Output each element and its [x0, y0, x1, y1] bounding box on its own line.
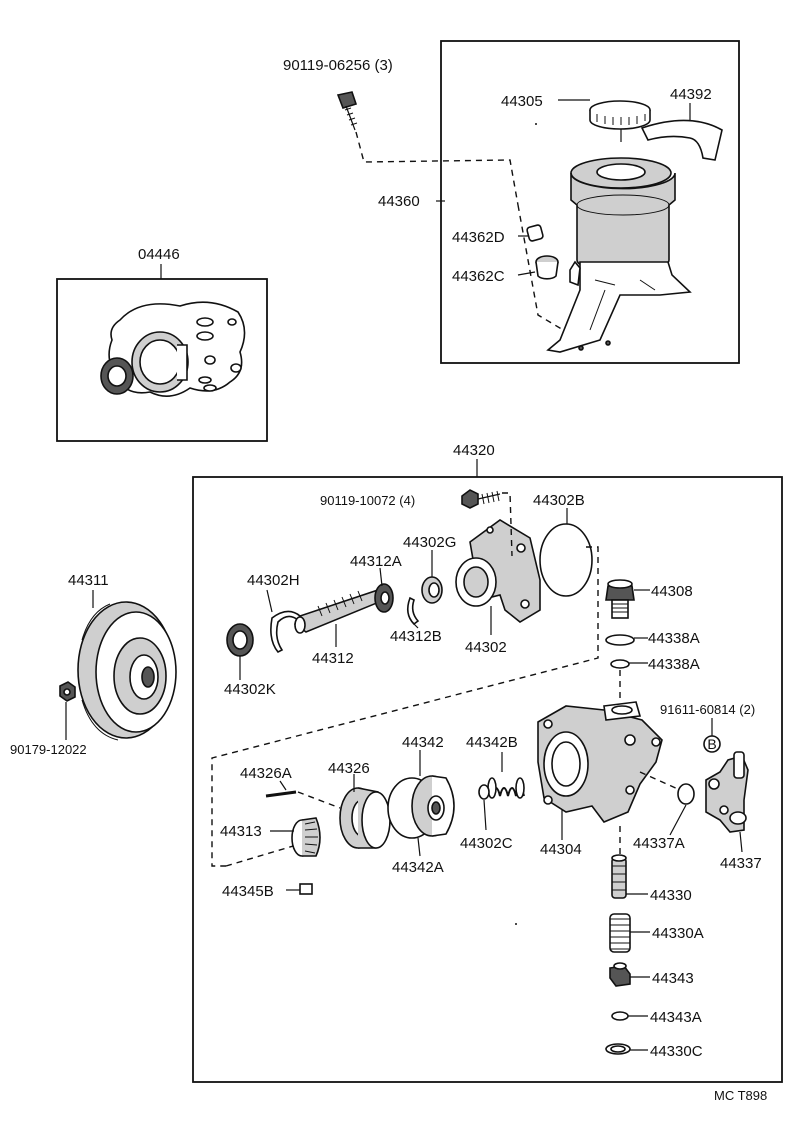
label-44330A: 44330A [652, 925, 704, 942]
label-44343A: 44343A [650, 1009, 702, 1026]
label-44312: 44312 [312, 650, 354, 667]
label-44326: 44326 [328, 760, 370, 777]
label-90119-06256: 90119-06256 (3) [283, 57, 393, 74]
label-44304: 44304 [540, 841, 582, 858]
housing-bolt-icon [461, 489, 501, 509]
label-44302: 44302 [465, 639, 507, 656]
pump-assembly-box [192, 476, 783, 1083]
rear-plate-icon [411, 775, 455, 837]
marker-b-letter: B [707, 736, 716, 752]
reservoir-tank-icon [546, 157, 692, 353]
reservoir-cap-icon [589, 100, 651, 142]
label-44362C: 44362C [452, 268, 505, 285]
front-housing-icon [455, 519, 541, 623]
bearing-icon [421, 576, 443, 604]
bolt-dashed-guide [355, 131, 519, 206]
reservoir-grommet-d-icon [526, 224, 544, 242]
label-44302B: 44302B [533, 492, 585, 509]
flow-control-valve-icon [611, 854, 627, 899]
gasket-kit-box [56, 278, 268, 442]
label-91611-60814: 91611-60814 (2) [660, 702, 755, 717]
spring-icon [487, 777, 525, 799]
strainer-icon [640, 119, 723, 161]
label-44338A-upper: 44338A [648, 630, 700, 647]
o-ring-44343A-icon [611, 1011, 629, 1021]
reservoir-grommet-c-icon [535, 255, 559, 280]
pulley-icon [77, 601, 177, 741]
shaft-icon [293, 583, 394, 634]
snap-ring-b-icon [406, 596, 420, 626]
reservoir-group-box [440, 40, 740, 364]
pulley-nut-icon [59, 681, 76, 702]
vane-plate-icon [299, 883, 313, 895]
label-44360: 44360 [378, 193, 420, 210]
label-44313: 44313 [220, 823, 262, 840]
union-fitting-icon [605, 579, 635, 619]
cam-ring-icon [339, 787, 391, 849]
o-ring-a2-icon [610, 659, 630, 669]
label-44302C: 44302C [460, 835, 513, 852]
oil-seal-icon [226, 623, 254, 657]
label-90119-10072: 90119-10072 (4) [320, 493, 415, 508]
o-ring-large-icon [539, 523, 593, 597]
label-44330C: 44330C [650, 1043, 703, 1060]
label-44308: 44308 [651, 583, 693, 600]
o-ring-44302C-icon [478, 784, 490, 800]
label-90179-12022: 90179-12022 [10, 742, 87, 757]
label-44343: 44343 [652, 970, 694, 987]
pump-body-icon [537, 701, 663, 823]
label-44311: 44311 [68, 572, 109, 589]
label-44326A: 44326A [240, 765, 292, 782]
label-44330: 44330 [650, 887, 692, 904]
label-44337A: 44337A [633, 835, 685, 852]
pin-icon [265, 790, 297, 798]
label-44302G: 44302G [403, 534, 456, 551]
label-44302H: 44302H [247, 572, 300, 589]
rotor-icon [291, 817, 321, 857]
o-ring-44337A-icon [677, 783, 695, 805]
label-44345B: 44345B [222, 883, 274, 900]
label-44312A: 44312A [350, 553, 402, 570]
plug-icon [609, 962, 631, 987]
label-44342: 44342 [402, 734, 444, 751]
reservoir-bolt-icon [336, 91, 358, 131]
snap-ring-44330C-icon [605, 1043, 631, 1055]
label-44392: 44392 [670, 86, 712, 103]
snap-ring-icon [270, 610, 301, 653]
internal-group-dashed-outline [211, 546, 599, 867]
valve-spring-icon [609, 913, 631, 953]
o-ring-a1-icon [605, 634, 635, 646]
label-44305: 44305 [501, 93, 543, 110]
label-44362D: 44362D [452, 229, 505, 246]
label-44342A: 44342A [392, 859, 444, 876]
outlet-fitting-icon [705, 751, 749, 833]
gasket-kit-icon [100, 301, 246, 397]
label-44320: 44320 [453, 442, 495, 459]
label-04446: 04446 [138, 246, 180, 263]
label-44302K: 44302K [224, 681, 276, 698]
label-44312B: 44312B [390, 628, 442, 645]
label-44338A-lower: 44338A [648, 656, 700, 673]
label-44337: 44337 [720, 855, 762, 872]
label-44342B: 44342B [466, 734, 518, 751]
reference-code: MC T898 [714, 1088, 767, 1103]
